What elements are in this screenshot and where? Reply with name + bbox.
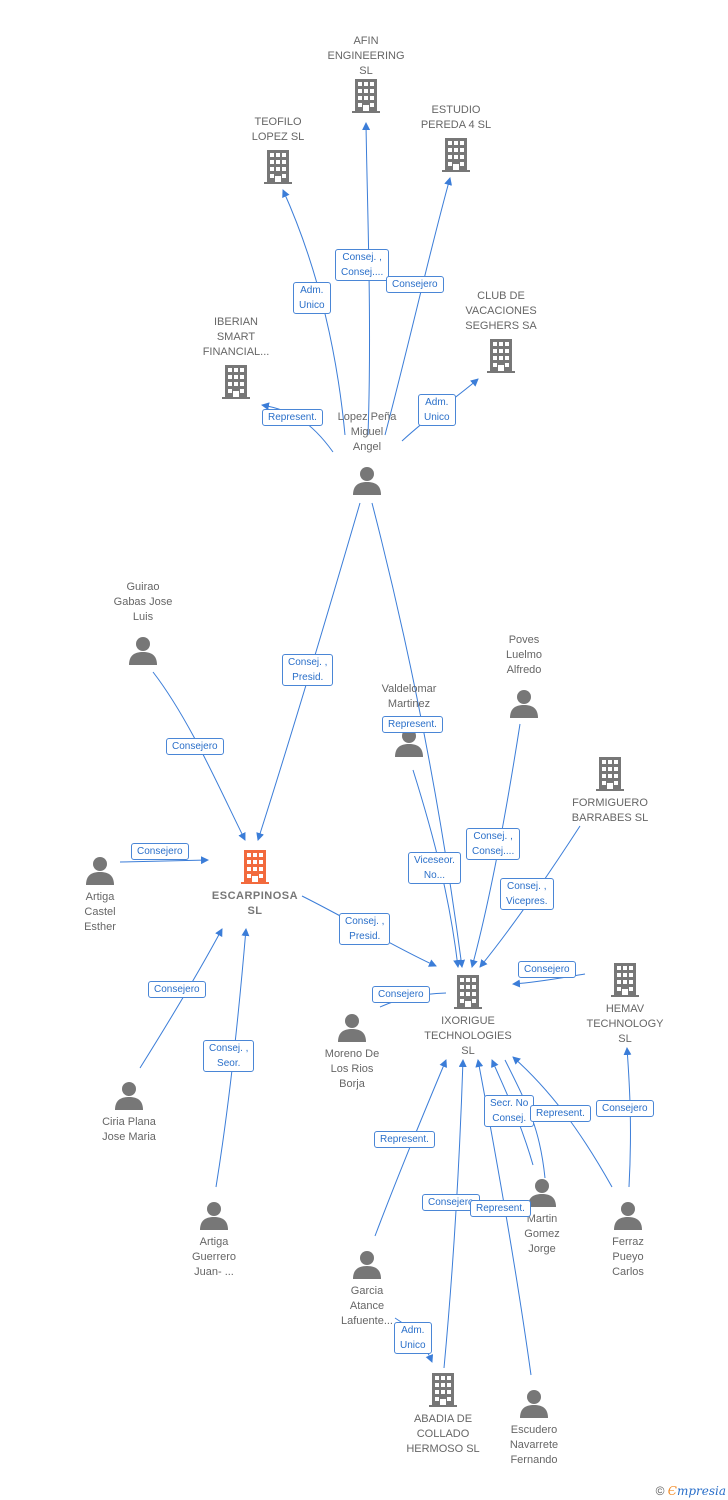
building-icon [611, 963, 639, 997]
edge-label: Consejero [148, 981, 206, 998]
building-icon [454, 975, 482, 1009]
node-label: FORMIGUERO BARRABES SL [571, 797, 649, 824]
node-label: Garcia Atance Lafuente... [341, 1285, 393, 1327]
node-label: Martin Gomez Jorge [524, 1213, 560, 1255]
node-ciria[interactable]: Ciria Plana Jose Maria [69, 1080, 189, 1145]
node-garcia[interactable]: Garcia Atance Lafuente... [307, 1249, 427, 1329]
node-estudio[interactable]: ESTUDIO PEREDA 4 SL [396, 103, 516, 177]
person-icon [613, 1200, 643, 1230]
node-ixorigue[interactable]: IXORIGUE TECHNOLOGIES SL [408, 975, 528, 1059]
edge-label: Adm. Unico [394, 1322, 432, 1354]
node-label: Ciria Plana Jose Maria [102, 1116, 156, 1143]
edge-guirao-escarpinosa [152, 671, 246, 841]
node-label: IBERIAN SMART FINANCIAL... [202, 316, 270, 358]
node-martin[interactable]: Martin Gomez Jorge [482, 1177, 602, 1257]
node-label: ESTUDIO PEREDA 4 SL [420, 104, 492, 131]
node-abadia[interactable]: ABADIA DE COLLADO HERMOSO SL [383, 1373, 503, 1457]
copyright-symbol: © [655, 1484, 665, 1498]
brand-logo-text: mpresia [676, 1484, 726, 1498]
node-artiga-guerrero[interactable]: Artiga Guerrero Juan- ... [154, 1200, 274, 1280]
building-icon [487, 339, 515, 373]
edge-label: Consejero [422, 1194, 480, 1211]
node-label: Lopez Peña Miguel Angel [337, 411, 397, 453]
node-label: Poves Luelmo Alfredo [505, 634, 543, 676]
building-icon [264, 150, 292, 184]
edge-label: Adm. Unico [418, 394, 456, 426]
building-icon [241, 850, 269, 884]
edge-ferraz-hemav [623, 1047, 632, 1188]
edge-label: Consej. , Seor. [203, 1040, 255, 1072]
edge-label: Consejero [386, 276, 444, 293]
node-label: IXORIGUE TECHNOLOGIES SL [424, 1015, 512, 1057]
node-club[interactable]: CLUB DE VACACIONES SEGHERS SA [441, 289, 561, 378]
edge-label: Adm. Unico [293, 282, 331, 314]
node-escarpinosa[interactable]: ESCARPINOSA SL [195, 850, 315, 919]
node-label: ESCARPINOSA SL [211, 890, 299, 917]
edge-label: Consej. , Presid. [282, 654, 334, 686]
edge-label: Represent. [470, 1200, 531, 1217]
edge-label: Consejero [518, 961, 576, 978]
node-label: ABADIA DE COLLADO HERMOSO SL [406, 1413, 480, 1455]
node-label: TEOFILO LOPEZ SL [251, 116, 305, 143]
building-icon [429, 1373, 457, 1407]
node-moreno[interactable]: Moreno De Los Rios Borja [292, 1012, 412, 1092]
edge-label: Represent. [530, 1105, 591, 1122]
edge-artiga-castel-escarpinosa [119, 856, 209, 865]
building-icon [352, 79, 380, 113]
node-escudero[interactable]: Escudero Navarrete Fernando [474, 1388, 594, 1468]
edge-label: Consej. , Consej.... [466, 828, 521, 860]
node-iberian[interactable]: IBERIAN SMART FINANCIAL... [176, 315, 296, 404]
brand-logo-e: Є [667, 1484, 677, 1498]
person-icon [352, 1249, 382, 1279]
edge-hemav-ixorigue [512, 973, 586, 988]
node-hemav[interactable]: HEMAV TECHNOLOGY SL [565, 963, 685, 1047]
edge-label: Consejero [166, 738, 224, 755]
edge-label: Consej. , Consej.... [335, 249, 390, 281]
edge-label: Consej. , Vicepres. [500, 878, 554, 910]
person-icon [114, 1080, 144, 1110]
node-guirao[interactable]: Guirao Gabas Jose Luis [83, 580, 203, 670]
brand-watermark: © Єmpresia [656, 1484, 726, 1498]
node-ferraz[interactable]: Ferraz Pueyo Carlos [568, 1200, 688, 1280]
edge-label: Consejero [131, 843, 189, 860]
person-icon [199, 1200, 229, 1230]
edge-label: Represent. [374, 1131, 435, 1148]
edge-label: Viceseor. No... [408, 852, 461, 884]
edge-label: Secr. No Consej. [484, 1095, 535, 1127]
person-icon [527, 1177, 557, 1207]
node-label: AFIN ENGINEERING SL [327, 35, 405, 77]
person-icon [85, 855, 115, 885]
edge-label: Represent. [382, 716, 443, 733]
edge-lopez-estudio [384, 177, 452, 436]
edge-label: Consejero [596, 1100, 654, 1117]
node-label: Artiga Guerrero Juan- ... [191, 1236, 237, 1278]
edge-label: Represent. [262, 409, 323, 426]
building-icon [442, 138, 470, 172]
node-label: Moreno De Los Rios Borja [324, 1048, 380, 1090]
node-afin[interactable]: AFIN ENGINEERING SL [306, 34, 426, 118]
person-icon [519, 1388, 549, 1418]
node-label: CLUB DE VACACIONES SEGHERS SA [465, 290, 537, 332]
node-label: Escudero Navarrete Fernando [509, 1424, 559, 1466]
node-label: Guirao Gabas Jose Luis [113, 581, 173, 623]
person-icon [337, 1012, 367, 1042]
node-lopez[interactable]: Lopez Peña Miguel Angel [307, 410, 427, 500]
node-label: HEMAV TECHNOLOGY SL [586, 1003, 664, 1045]
node-label: Artiga Castel Esther [84, 891, 116, 933]
node-formiguero[interactable]: FORMIGUERO BARRABES SL [550, 757, 670, 826]
edge-label: Consej. , Presid. [339, 913, 391, 945]
node-artiga-castel[interactable]: Artiga Castel Esther [40, 855, 160, 935]
node-label: Ferraz Pueyo Carlos [612, 1236, 644, 1278]
edge-abadia-ixorigue [443, 1059, 467, 1369]
person-icon [509, 688, 539, 718]
building-icon [222, 365, 250, 399]
node-teofilo[interactable]: TEOFILO LOPEZ SL [218, 115, 338, 189]
building-icon [596, 757, 624, 791]
node-poves[interactable]: Poves Luelmo Alfredo [464, 633, 584, 723]
person-icon [128, 635, 158, 665]
edge-label: Consejero [372, 986, 430, 1003]
person-icon [352, 465, 382, 495]
